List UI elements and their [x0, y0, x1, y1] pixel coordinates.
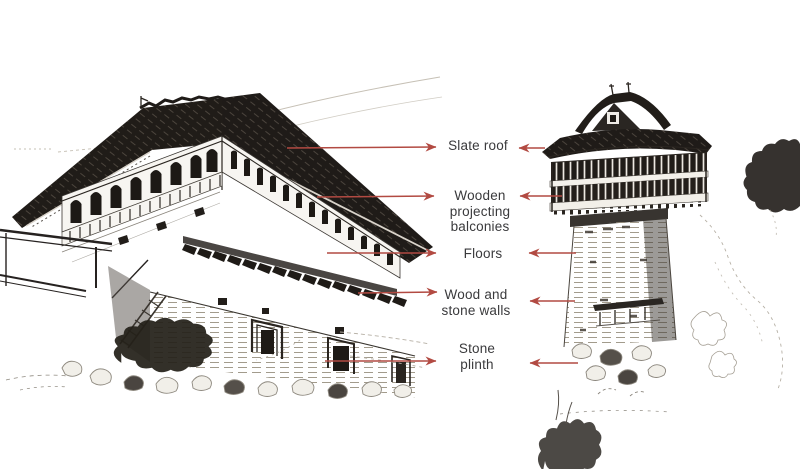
label-line: projecting: [449, 203, 511, 219]
tower-base-ledge: [593, 298, 664, 327]
hillside-faint-sketch: [699, 209, 783, 390]
tower-main-roof: [542, 129, 712, 159]
tower-shaft: [563, 208, 677, 348]
stone-plinth-stones: [5, 360, 413, 399]
rafter-ticks: [29, 155, 151, 229]
wood-stone-walls-arrow-left: [357, 287, 438, 297]
wood-and-stone-wall: [149, 291, 420, 398]
label-wood-and-stone-walls: Wood and stone walls: [428, 287, 524, 318]
label-line: Wooden: [454, 188, 506, 203]
label-line: Wood and: [444, 287, 508, 302]
foliage-top-right: [743, 139, 800, 213]
label-line: Stone: [458, 341, 496, 356]
label-line: Floors: [463, 246, 503, 261]
slate-roof-arrow-left: [286, 142, 437, 152]
annotation-arrows: [286, 142, 578, 368]
floors-joists: [182, 236, 407, 307]
label-floors: Floors: [435, 246, 531, 262]
foliage-bush-left-building: [113, 317, 213, 373]
slate-roof-right-face: [139, 93, 433, 263]
label-slate-roof: Slate roof: [430, 138, 526, 154]
foliage-bush-tower-right-faint: [690, 311, 737, 378]
balcony-railing: [61, 171, 223, 247]
label-line: plinth: [460, 356, 494, 372]
bush-stems: [555, 389, 573, 425]
label-line: balconies: [450, 219, 510, 234]
ragged-ridge: [139, 95, 254, 110]
corbel-teeth: [552, 201, 706, 216]
shaft-shadow: [643, 218, 676, 342]
left-building-illustration: [0, 76, 443, 399]
tower-top-roof: [575, 81, 671, 134]
wooden-balcony-arcade-left-face: [61, 135, 223, 233]
label-line: stone walls: [441, 302, 511, 318]
right-tower-illustration: [538, 81, 800, 469]
shaft-openings: [580, 225, 647, 332]
tower-base-stones: [559, 343, 671, 415]
tower-gallery: [549, 152, 709, 216]
faint-ground-sketch: [255, 331, 431, 369]
label-line: Slate roof: [448, 138, 508, 153]
foliage-bush-tower-left: [538, 419, 602, 469]
wooden-balconies-arrow-left: [316, 191, 435, 201]
label-stone-plinth: Stone plinth: [429, 341, 525, 372]
gable-finial: [140, 96, 149, 107]
label-wooden-projecting-balconies: Wooden projecting balconies: [432, 188, 528, 235]
